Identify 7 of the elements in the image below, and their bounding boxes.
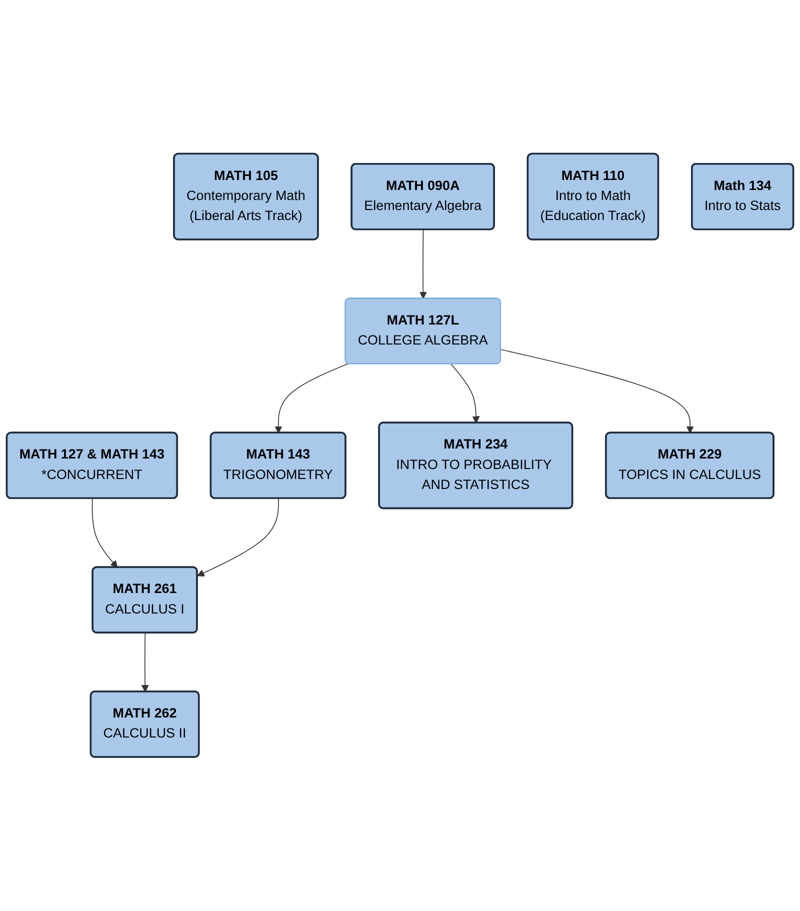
arrow bbox=[450, 364, 480, 424]
arrow bbox=[92, 498, 118, 568]
arrow bbox=[500, 349, 694, 434]
arrow bbox=[141, 632, 149, 692]
arrow bbox=[197, 498, 279, 577]
arrow bbox=[274, 363, 348, 434]
arrow bbox=[419, 230, 427, 300]
